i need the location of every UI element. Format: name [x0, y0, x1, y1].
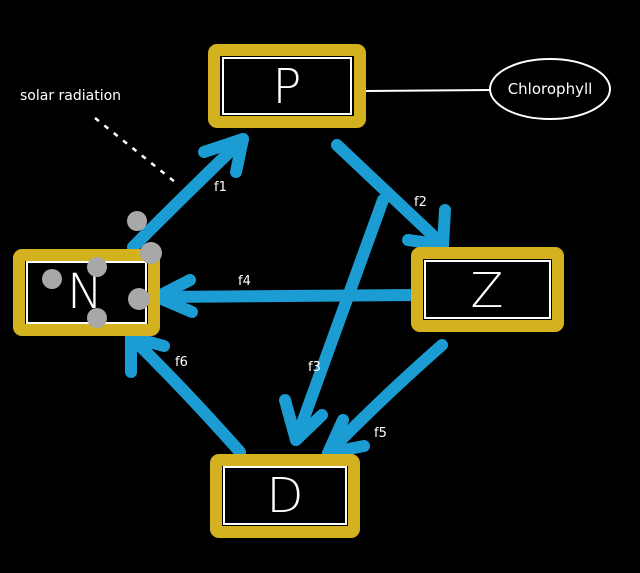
flow-f4-label: f4 — [238, 274, 251, 289]
chlorophyll-connector — [364, 89, 491, 92]
flow-f5-label: f5 — [374, 426, 387, 441]
node-z[interactable]: Z — [411, 247, 564, 332]
nutrient-dot — [87, 257, 107, 277]
flow-f6-label: f6 — [175, 355, 188, 370]
solar-radiation-label: solar radiation — [20, 88, 121, 104]
node-d[interactable]: D — [210, 454, 360, 538]
nutrient-dot — [128, 288, 150, 310]
node-d-label: D — [267, 468, 304, 524]
flow-f4-arrow — [151, 274, 421, 318]
nutrient-dot — [87, 308, 107, 328]
flow-f3-label: f3 — [308, 360, 321, 375]
flow-f3-arrow — [279, 194, 389, 446]
solar-radiation-pointer — [94, 117, 176, 183]
nutrient-dot — [42, 269, 62, 289]
nutrient-dot — [140, 242, 162, 264]
chlorophyll-ellipse — [489, 58, 611, 120]
nutrient-dot — [127, 211, 147, 231]
chlorophyll-label: Chlorophyll — [508, 80, 593, 98]
node-p[interactable]: P — [208, 44, 366, 128]
flow-f2-label: f2 — [414, 195, 427, 210]
flow-f2-arrow — [331, 139, 451, 251]
nutrient-dots — [42, 211, 162, 328]
flow-f1-arrow — [127, 133, 249, 253]
flow-f5-arrow — [322, 339, 448, 459]
flow-f1-label: f1 — [214, 180, 227, 195]
flow-f6-arrow — [125, 331, 246, 458]
node-p-label: P — [273, 59, 302, 115]
node-z-label: Z — [471, 263, 504, 319]
